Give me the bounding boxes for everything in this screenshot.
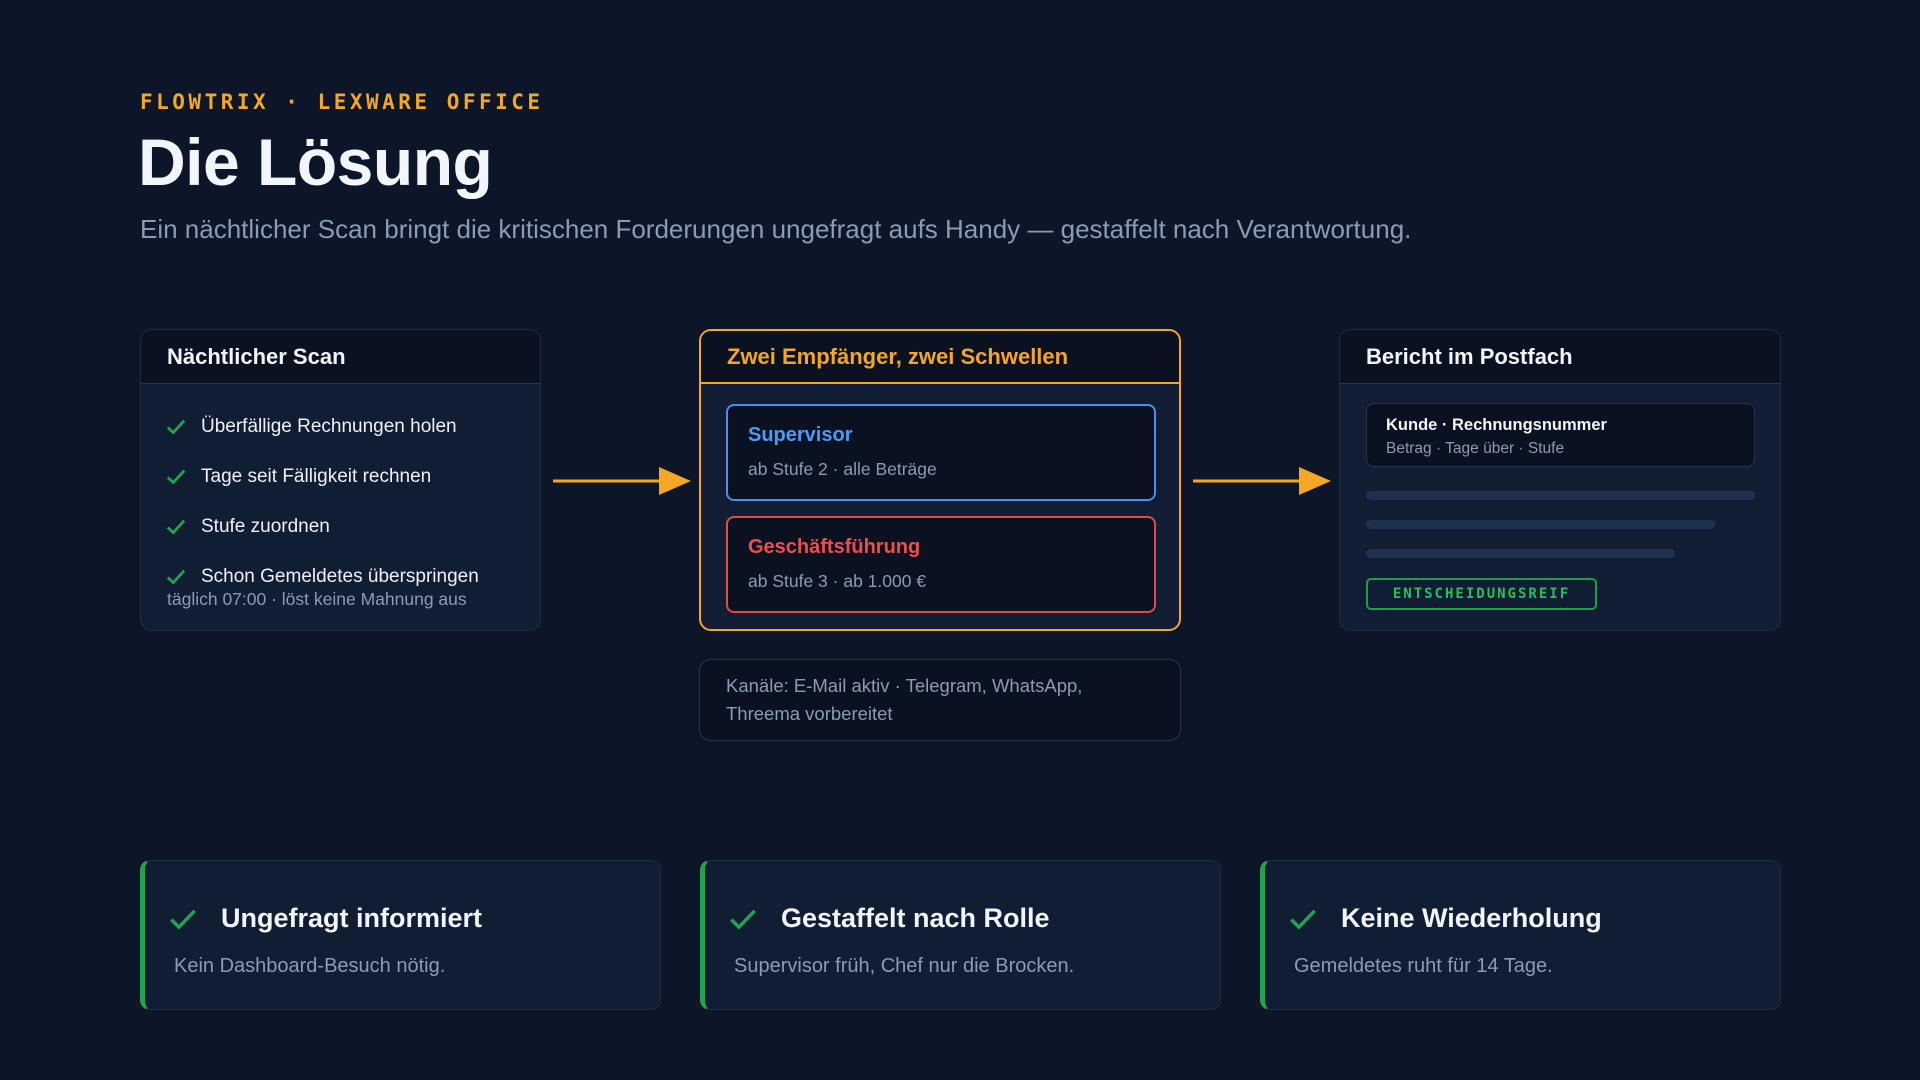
scan-step: Schon Gemeldetes überspringen [165, 552, 540, 602]
benefit-card: Gestaffelt nach Rolle Supervisor früh, C… [700, 860, 1221, 1010]
router-card: Zwei Empfänger, zwei Schwellen Superviso… [699, 329, 1181, 631]
scan-card-title: Nächtlicher Scan [141, 330, 540, 384]
recipient-management: Geschäftsführung ab Stufe 3 · ab 1.000 € [726, 516, 1156, 613]
scan-step: Stufe zuordnen [165, 502, 540, 552]
check-icon [166, 419, 186, 435]
benefit-title: Gestaffelt nach Rolle [781, 903, 1050, 933]
arrow-right-icon [1193, 467, 1331, 495]
check-icon [170, 909, 196, 930]
benefit-text: Gemeldetes ruht für 14 Tage. [1294, 955, 1553, 977]
channels-line: Kanäle: E-Mail aktiv · Telegram, WhatsAp… [726, 675, 1083, 696]
channels-line: Threema vorbereitet [726, 703, 893, 724]
check-icon [166, 519, 186, 535]
scan-step-label: Überfällige Rechnungen holen [201, 416, 457, 437]
report-row-subtitle: Betrag · Tage über · Stufe [1386, 440, 1565, 457]
check-icon [730, 909, 756, 930]
check-icon [166, 469, 186, 485]
report-row-title: Kunde · Rechnungsnummer [1386, 416, 1607, 434]
benefit-card: Keine Wiederholung Gemeldetes ruht für 1… [1260, 860, 1781, 1010]
report-row: Kunde · Rechnungsnummer Betrag · Tage üb… [1366, 403, 1755, 467]
placeholder-line [1366, 520, 1715, 529]
benefit-title: Keine Wiederholung [1341, 903, 1602, 933]
scan-card: Nächtlicher Scan Überfällige Rechnungen … [140, 329, 541, 631]
benefit-text: Kein Dashboard-Besuch nötig. [174, 955, 446, 977]
status-badge: ENTSCHEIDUNGSREIF [1366, 578, 1597, 610]
report-card-title: Bericht im Postfach [1340, 330, 1780, 384]
scan-step-label: Schon Gemeldetes überspringen [201, 566, 479, 587]
recipient-supervisor: Supervisor ab Stufe 2 · alle Beträge [726, 404, 1156, 501]
router-card-title: Zwei Empfänger, zwei Schwellen [701, 331, 1179, 384]
recipient-rule: ab Stufe 3 · ab 1.000 € [748, 571, 927, 591]
page-subtitle: Ein nächtlicher Scan bringt die kritisch… [140, 214, 1412, 244]
recipient-name: Geschäftsführung [748, 536, 921, 558]
arrow-right-icon [553, 467, 691, 495]
channels-note: Kanäle: E-Mail aktiv · Telegram, WhatsAp… [699, 659, 1181, 741]
scan-step: Überfällige Rechnungen holen [165, 402, 540, 452]
report-card: Bericht im Postfach Kunde · Rechnungsnum… [1339, 329, 1781, 631]
benefit-card: Ungefragt informiert Kein Dashboard-Besu… [140, 860, 661, 1010]
scan-step-list: Überfällige Rechnungen holen Tage seit F… [141, 384, 540, 602]
recipient-name: Supervisor [748, 424, 853, 446]
scan-step-label: Tage seit Fälligkeit rechnen [201, 466, 432, 487]
benefit-title: Ungefragt informiert [221, 903, 483, 933]
recipient-rule: ab Stufe 2 · alle Beträge [748, 459, 937, 479]
placeholder-line [1366, 491, 1755, 500]
scan-step-label: Stufe zuordnen [201, 516, 330, 537]
check-icon [166, 569, 186, 585]
check-icon [1290, 909, 1316, 930]
benefit-text: Supervisor früh, Chef nur die Brocken. [734, 955, 1075, 977]
page-title: Die Lösung [138, 125, 493, 199]
scan-note: täglich 07:00 · löst keine Mahnung aus [167, 589, 467, 609]
scan-step: Tage seit Fälligkeit rechnen [165, 452, 540, 502]
placeholder-line [1366, 549, 1675, 558]
eyebrow: FLOWTRIX · LEXWARE OFFICE [140, 90, 544, 114]
